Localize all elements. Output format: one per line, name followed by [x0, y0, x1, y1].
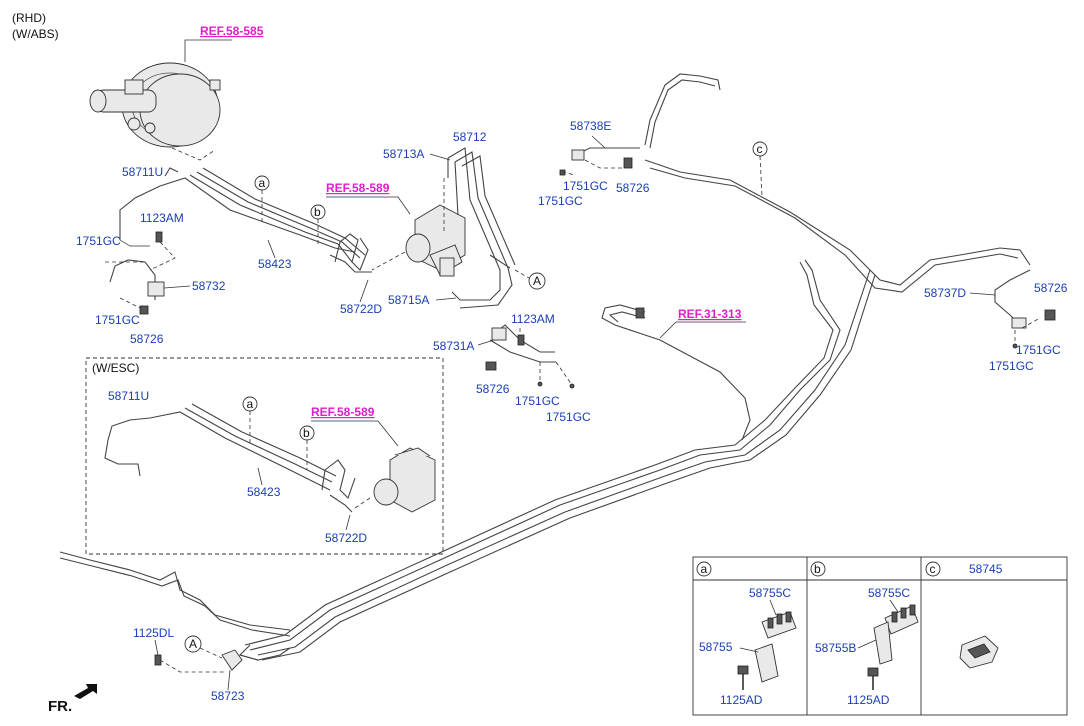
- label-1123AM-mid: 1123AM: [511, 312, 555, 326]
- legend-a-part2: 58755: [699, 640, 733, 654]
- callout-c-1-letter: c: [757, 142, 763, 156]
- ref-esc[interactable]: REF.58-589: [311, 405, 375, 419]
- esc-unit-illustration: [373, 447, 436, 513]
- esc-pipe-bundle: [104, 403, 356, 513]
- main-underbody-pipes: [59, 73, 1031, 661]
- label-58726-mid: 58726: [476, 382, 510, 396]
- legend-b-part2: 58755B: [815, 641, 856, 655]
- front-pipe-bundle: [119, 167, 372, 273]
- ref-fuel[interactable]: REF.31-313: [678, 307, 742, 321]
- label-58713A: 58713A: [383, 147, 424, 161]
- legend-b-circle: [810, 561, 826, 577]
- label-esc-58423: 58423: [247, 485, 281, 499]
- header-rhd: (RHD): [12, 11, 46, 25]
- callout-a-2-letter: a: [247, 397, 254, 411]
- label-1751GC-top2: 1751GC: [538, 194, 583, 208]
- label-esc-58711U: 58711U: [108, 389, 149, 403]
- legend-c-part: 58745: [969, 562, 1003, 576]
- label-58723: 58723: [211, 689, 245, 703]
- bottom-bracket-assembly: [154, 649, 259, 673]
- front-direction-label: FR.: [48, 698, 72, 715]
- legend-a-letter: a: [701, 562, 708, 576]
- mid-pipe-set: [447, 147, 516, 309]
- callout-b-2-letter: b: [303, 426, 310, 440]
- front-arrow-icon: [74, 684, 97, 699]
- legend-c-letter: c: [930, 562, 936, 576]
- rear-left-hose-assembly: [559, 147, 640, 176]
- ref-abs[interactable]: REF.58-589: [326, 181, 390, 195]
- label-58715A: 58715A: [388, 293, 429, 307]
- mid-bracket-assembly: [485, 324, 575, 389]
- label-58423: 58423: [258, 257, 292, 271]
- esc-box-title: (W/ESC): [92, 361, 139, 375]
- callout-A-1-letter: A: [533, 274, 541, 288]
- label-58726-top: 58726: [616, 181, 650, 195]
- callout-A-2: [184, 635, 202, 653]
- label-58726-left: 58726: [130, 332, 164, 346]
- label-58711U: 58711U: [122, 165, 163, 179]
- left-bracket-assembly: [105, 231, 176, 315]
- ref-booster[interactable]: REF.58-585: [200, 24, 264, 38]
- legend-a-part1: 58755C: [749, 586, 791, 600]
- header-wabs: (W/ABS): [12, 27, 59, 41]
- label-58732: 58732: [192, 279, 226, 293]
- label-58726-right: 58726: [1034, 281, 1068, 295]
- label-58712: 58712: [453, 130, 487, 144]
- rear-right-hose-assembly: [994, 269, 1056, 349]
- label-1751GC-left2: 1751GC: [95, 313, 140, 327]
- legend-a-part3: 1125AD: [720, 693, 763, 707]
- label-1123AM-left: 1123AM: [140, 211, 184, 225]
- legend-table: [692, 556, 1068, 716]
- legend-b-letter: b: [814, 562, 821, 576]
- label-1751GC-mid2: 1751GC: [546, 410, 591, 424]
- label-1751GC-right1: 1751GC: [1016, 343, 1061, 357]
- legend-c-clip-illustration: [959, 635, 999, 669]
- legend-a-clip-illustration: [737, 611, 797, 690]
- label-1751GC-left1: 1751GC: [76, 234, 121, 248]
- callout-A-1: [528, 272, 546, 290]
- label-58737D: 58737D: [924, 286, 966, 300]
- label-58738E: 58738E: [570, 119, 611, 133]
- label-58731A: 58731A: [433, 339, 474, 353]
- brake-booster-illustration: [89, 62, 221, 161]
- label-1751GC-mid1: 1751GC: [515, 394, 560, 408]
- callout-b-1-letter: b: [314, 205, 321, 219]
- label-1751GC-top1: 1751GC: [563, 179, 608, 193]
- label-1125DL: 1125DL: [133, 626, 174, 640]
- callout-A-2-letter: A: [189, 637, 197, 651]
- legend-c-circle: [925, 561, 941, 577]
- esc-variant-box: [85, 357, 444, 555]
- label-esc-58722D: 58722D: [325, 531, 367, 545]
- legend-a-circle: [696, 561, 712, 577]
- callout-a-1-letter: a: [259, 176, 266, 190]
- label-1751GC-right2: 1751GC: [989, 359, 1034, 373]
- legend-b-clip-illustration: [867, 604, 919, 690]
- label-58722D: 58722D: [340, 302, 382, 316]
- abs-unit-illustration: [405, 204, 466, 277]
- legend-b-part3: 1125AD: [847, 693, 890, 707]
- legend-b-part1: 58755C: [868, 586, 910, 600]
